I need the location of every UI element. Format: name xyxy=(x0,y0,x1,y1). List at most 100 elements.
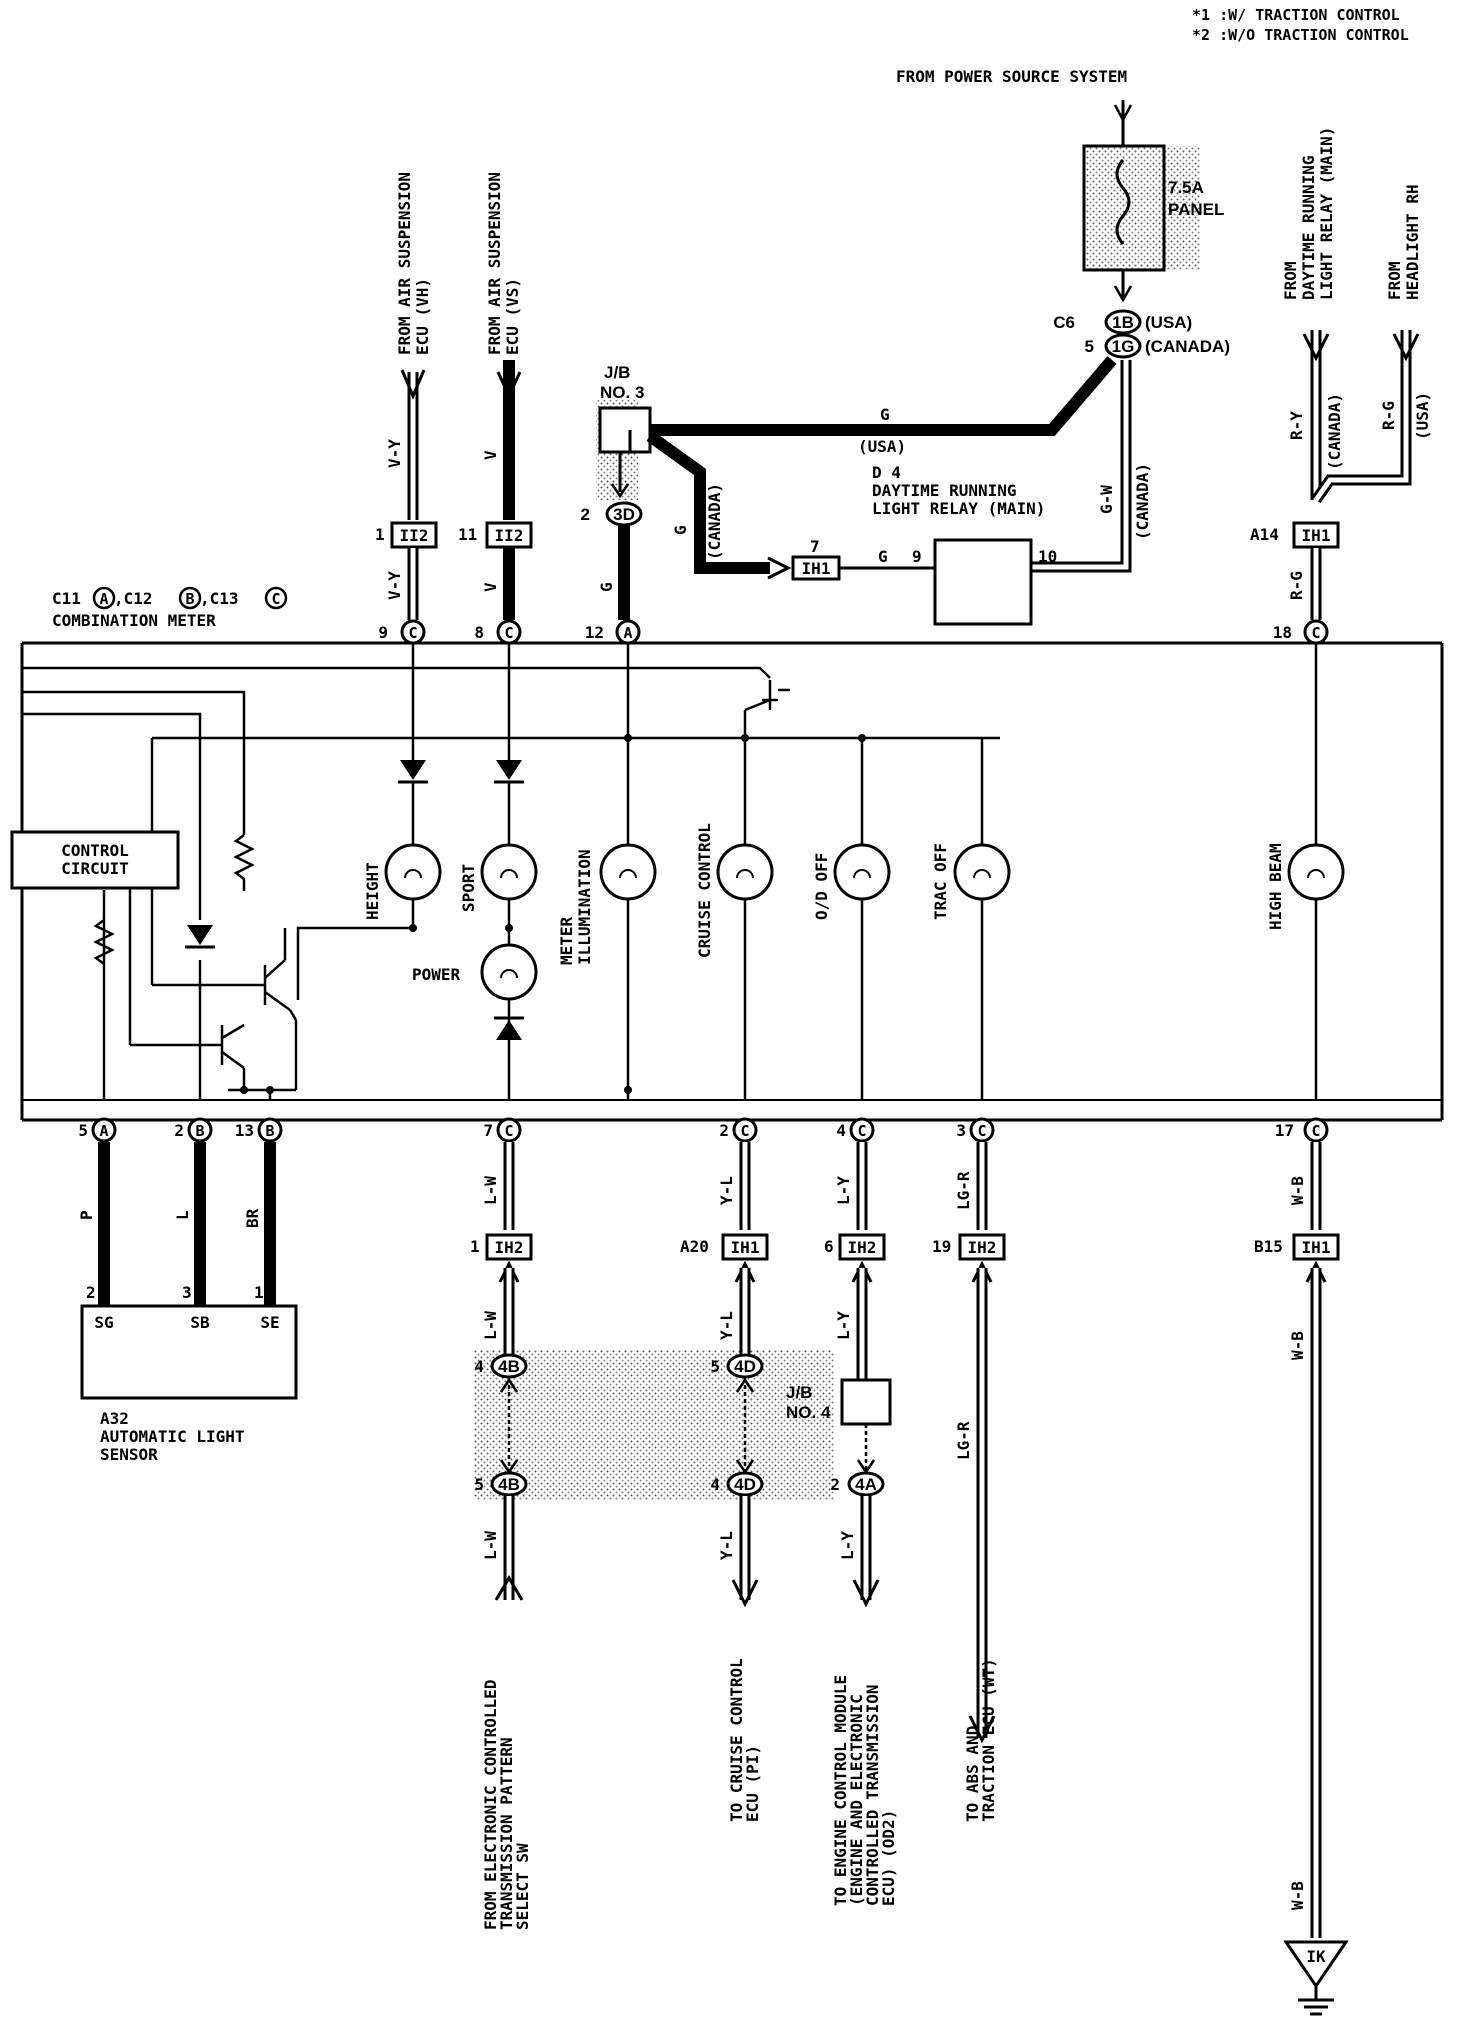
svg-text:L-Y: L-Y xyxy=(838,1531,857,1560)
svg-text:(ENGINE AND ELECTRONIC: (ENGINE AND ELECTRONIC xyxy=(847,1694,866,1906)
svg-text:V-Y: V-Y xyxy=(385,439,404,468)
meter-pin-8: 8 C xyxy=(474,619,522,645)
svg-text:V: V xyxy=(481,450,500,460)
meter-bottom-pins: 5 A 2 B 13 B 7 C 2 C 4 C 3 C 17 C xyxy=(78,1117,1329,1143)
destination-wires: L-W Y-L L-Y W-B xyxy=(481,1496,1307,1910)
svg-text:J/B: J/B xyxy=(786,1383,812,1402)
svg-text:P: P xyxy=(77,1210,96,1220)
svg-text:,C13: ,C13 xyxy=(200,589,239,608)
svg-text:R-G: R-G xyxy=(1379,401,1398,430)
diode-sport xyxy=(494,760,524,845)
resistor-1 xyxy=(233,834,255,891)
transistor-1 xyxy=(263,928,298,1021)
daytime-running-light-relay: D 4 DAYTIME RUNNING LIGHT RELAY (MAIN) 9… xyxy=(872,463,1057,626)
svg-text:BR: BR xyxy=(243,1208,262,1228)
svg-text:1B: 1B xyxy=(1112,313,1134,332)
destination-abs-traction-ecu: TO ABS AND TRACTION ECU (WT) xyxy=(963,1658,998,1822)
fuse-connector-usa: C6 1B (USA) xyxy=(1053,309,1192,335)
svg-text:7: 7 xyxy=(810,537,820,556)
lamp-cruise-control: CRUISE CONTROL xyxy=(695,823,774,958)
svg-text:SE: SE xyxy=(260,1313,279,1332)
lamp-height: HEIGHT xyxy=(363,843,442,920)
svg-text:HEIGHT: HEIGHT xyxy=(363,862,382,920)
source-air-suspension-vs: FROM AIR SUSPENSION ECU (VS) xyxy=(485,172,522,355)
svg-text:ECU (PI): ECU (PI) xyxy=(743,1745,762,1822)
svg-text:(CANADA): (CANADA) xyxy=(1325,393,1344,470)
relay-connector-ih1: 7 IH1 xyxy=(791,537,841,581)
svg-text:LIGHT RELAY (MAIN): LIGHT RELAY (MAIN) xyxy=(872,499,1045,518)
svg-text:13: 13 xyxy=(235,1121,254,1140)
destination-engine-control-module: TO ENGINE CONTROL MODULE (ENGINE AND ELE… xyxy=(831,1675,898,1906)
source-air-suspension-vh: FROM AIR SUSPENSION ECU (VH) xyxy=(395,172,432,355)
jb4-connectors: 4 4B 5 4D 5 4B 4 4D 2 4A xyxy=(474,1353,885,1497)
svg-text:G: G xyxy=(671,525,690,535)
svg-text:SELECT SW: SELECT SW xyxy=(513,1843,532,1930)
svg-text:CRUISE CONTROL: CRUISE CONTROL xyxy=(695,823,714,958)
svg-text:LG-R: LG-R xyxy=(954,1421,973,1460)
svg-text:R-G: R-G xyxy=(1287,571,1306,600)
svg-text:FROM: FROM xyxy=(1281,261,1300,300)
fuse-connector-canada: 5 1G (CANADA) xyxy=(1085,333,1230,359)
svg-text:C: C xyxy=(977,1122,986,1140)
wire-g-canada xyxy=(646,431,770,574)
svg-text:A20: A20 xyxy=(680,1237,709,1256)
svg-text:1G: 1G xyxy=(1112,337,1135,356)
note-no-traction: *2 :W/O TRACTION CONTROL xyxy=(1192,26,1409,44)
svg-text:TRACTION ECU (WT): TRACTION ECU (WT) xyxy=(979,1658,998,1822)
svg-text:,C12: ,C12 xyxy=(114,589,153,608)
svg-text:B: B xyxy=(185,590,194,608)
connector-ii2-11: 11 II2 xyxy=(458,521,533,549)
svg-text:B: B xyxy=(265,1122,274,1140)
svg-text:1: 1 xyxy=(375,525,385,544)
ground-ik: IK xyxy=(1283,1940,1349,2016)
svg-text:IH1: IH1 xyxy=(802,559,831,578)
svg-text:FROM AIR SUSPENSION: FROM AIR SUSPENSION xyxy=(395,172,414,355)
meter-internal-wiring xyxy=(22,643,1318,1100)
svg-text:IH1: IH1 xyxy=(731,1238,760,1257)
svg-text:FROM ELECTRONIC CONTROLLED: FROM ELECTRONIC CONTROLLED xyxy=(481,1680,500,1930)
junction-block-3: J/B NO. 3 2 3D xyxy=(581,363,652,527)
svg-text:18: 18 xyxy=(1273,623,1292,642)
svg-text:HEADLIGHT RH: HEADLIGHT RH xyxy=(1403,184,1422,300)
svg-text:TRAC OFF: TRAC OFF xyxy=(931,843,950,920)
svg-text:12: 12 xyxy=(585,623,604,642)
transistor-2 xyxy=(220,1023,246,1090)
svg-text:(USA): (USA) xyxy=(1413,392,1432,440)
svg-text:SB: SB xyxy=(190,1313,210,1332)
svg-text:4: 4 xyxy=(710,1475,720,1494)
svg-text:COMBINATION METER: COMBINATION METER xyxy=(52,611,216,630)
svg-text:A: A xyxy=(99,1122,108,1140)
notes: *1 :W/ TRACTION CONTROL *2 :W/O TRACTION… xyxy=(1192,6,1409,44)
junction-dots xyxy=(240,734,866,1094)
fuse-panel: 7.5A PANEL xyxy=(1082,144,1224,272)
svg-text:4D: 4D xyxy=(734,1475,756,1494)
diode-height xyxy=(398,760,428,845)
wires-below-connectors: L-W Y-L L-Y LG-R W-B xyxy=(481,1260,1327,1938)
svg-text:4: 4 xyxy=(836,1121,846,1140)
source-drl-relay: FROM DAYTIME RUNNING LIGHT RELAY (MAIN) xyxy=(1281,127,1336,300)
svg-text:W-B: W-B xyxy=(1288,1176,1307,1205)
svg-text:C: C xyxy=(1311,1122,1320,1140)
junction-block-4: J/B NO. 4 xyxy=(786,1378,892,1475)
svg-text:2: 2 xyxy=(830,1475,840,1494)
svg-text:3: 3 xyxy=(956,1121,966,1140)
svg-text:A: A xyxy=(623,624,632,642)
svg-text:L-W: L-W xyxy=(481,1176,500,1205)
svg-text:TO ABS AND: TO ABS AND xyxy=(963,1726,982,1822)
svg-text:C: C xyxy=(271,590,280,608)
svg-text:C: C xyxy=(408,624,417,642)
svg-text:2: 2 xyxy=(174,1121,184,1140)
svg-text:C: C xyxy=(504,1122,513,1140)
svg-text:V-Y: V-Y xyxy=(385,571,404,600)
svg-text:A32: A32 xyxy=(100,1409,129,1428)
svg-text:(USA): (USA) xyxy=(1145,313,1192,332)
svg-text:ILLUMINATION: ILLUMINATION xyxy=(575,849,594,965)
control-circuit: CONTROL CIRCUIT xyxy=(10,830,180,890)
svg-text:L: L xyxy=(173,1210,192,1220)
svg-text:ECU (VH): ECU (VH) xyxy=(413,278,432,355)
svg-text:2: 2 xyxy=(719,1121,729,1140)
svg-text:NO. 4: NO. 4 xyxy=(786,1403,831,1422)
svg-text:10: 10 xyxy=(1038,547,1057,566)
svg-text:AUTOMATIC LIGHT: AUTOMATIC LIGHT xyxy=(100,1427,245,1446)
svg-text:IH1: IH1 xyxy=(1302,1238,1331,1257)
